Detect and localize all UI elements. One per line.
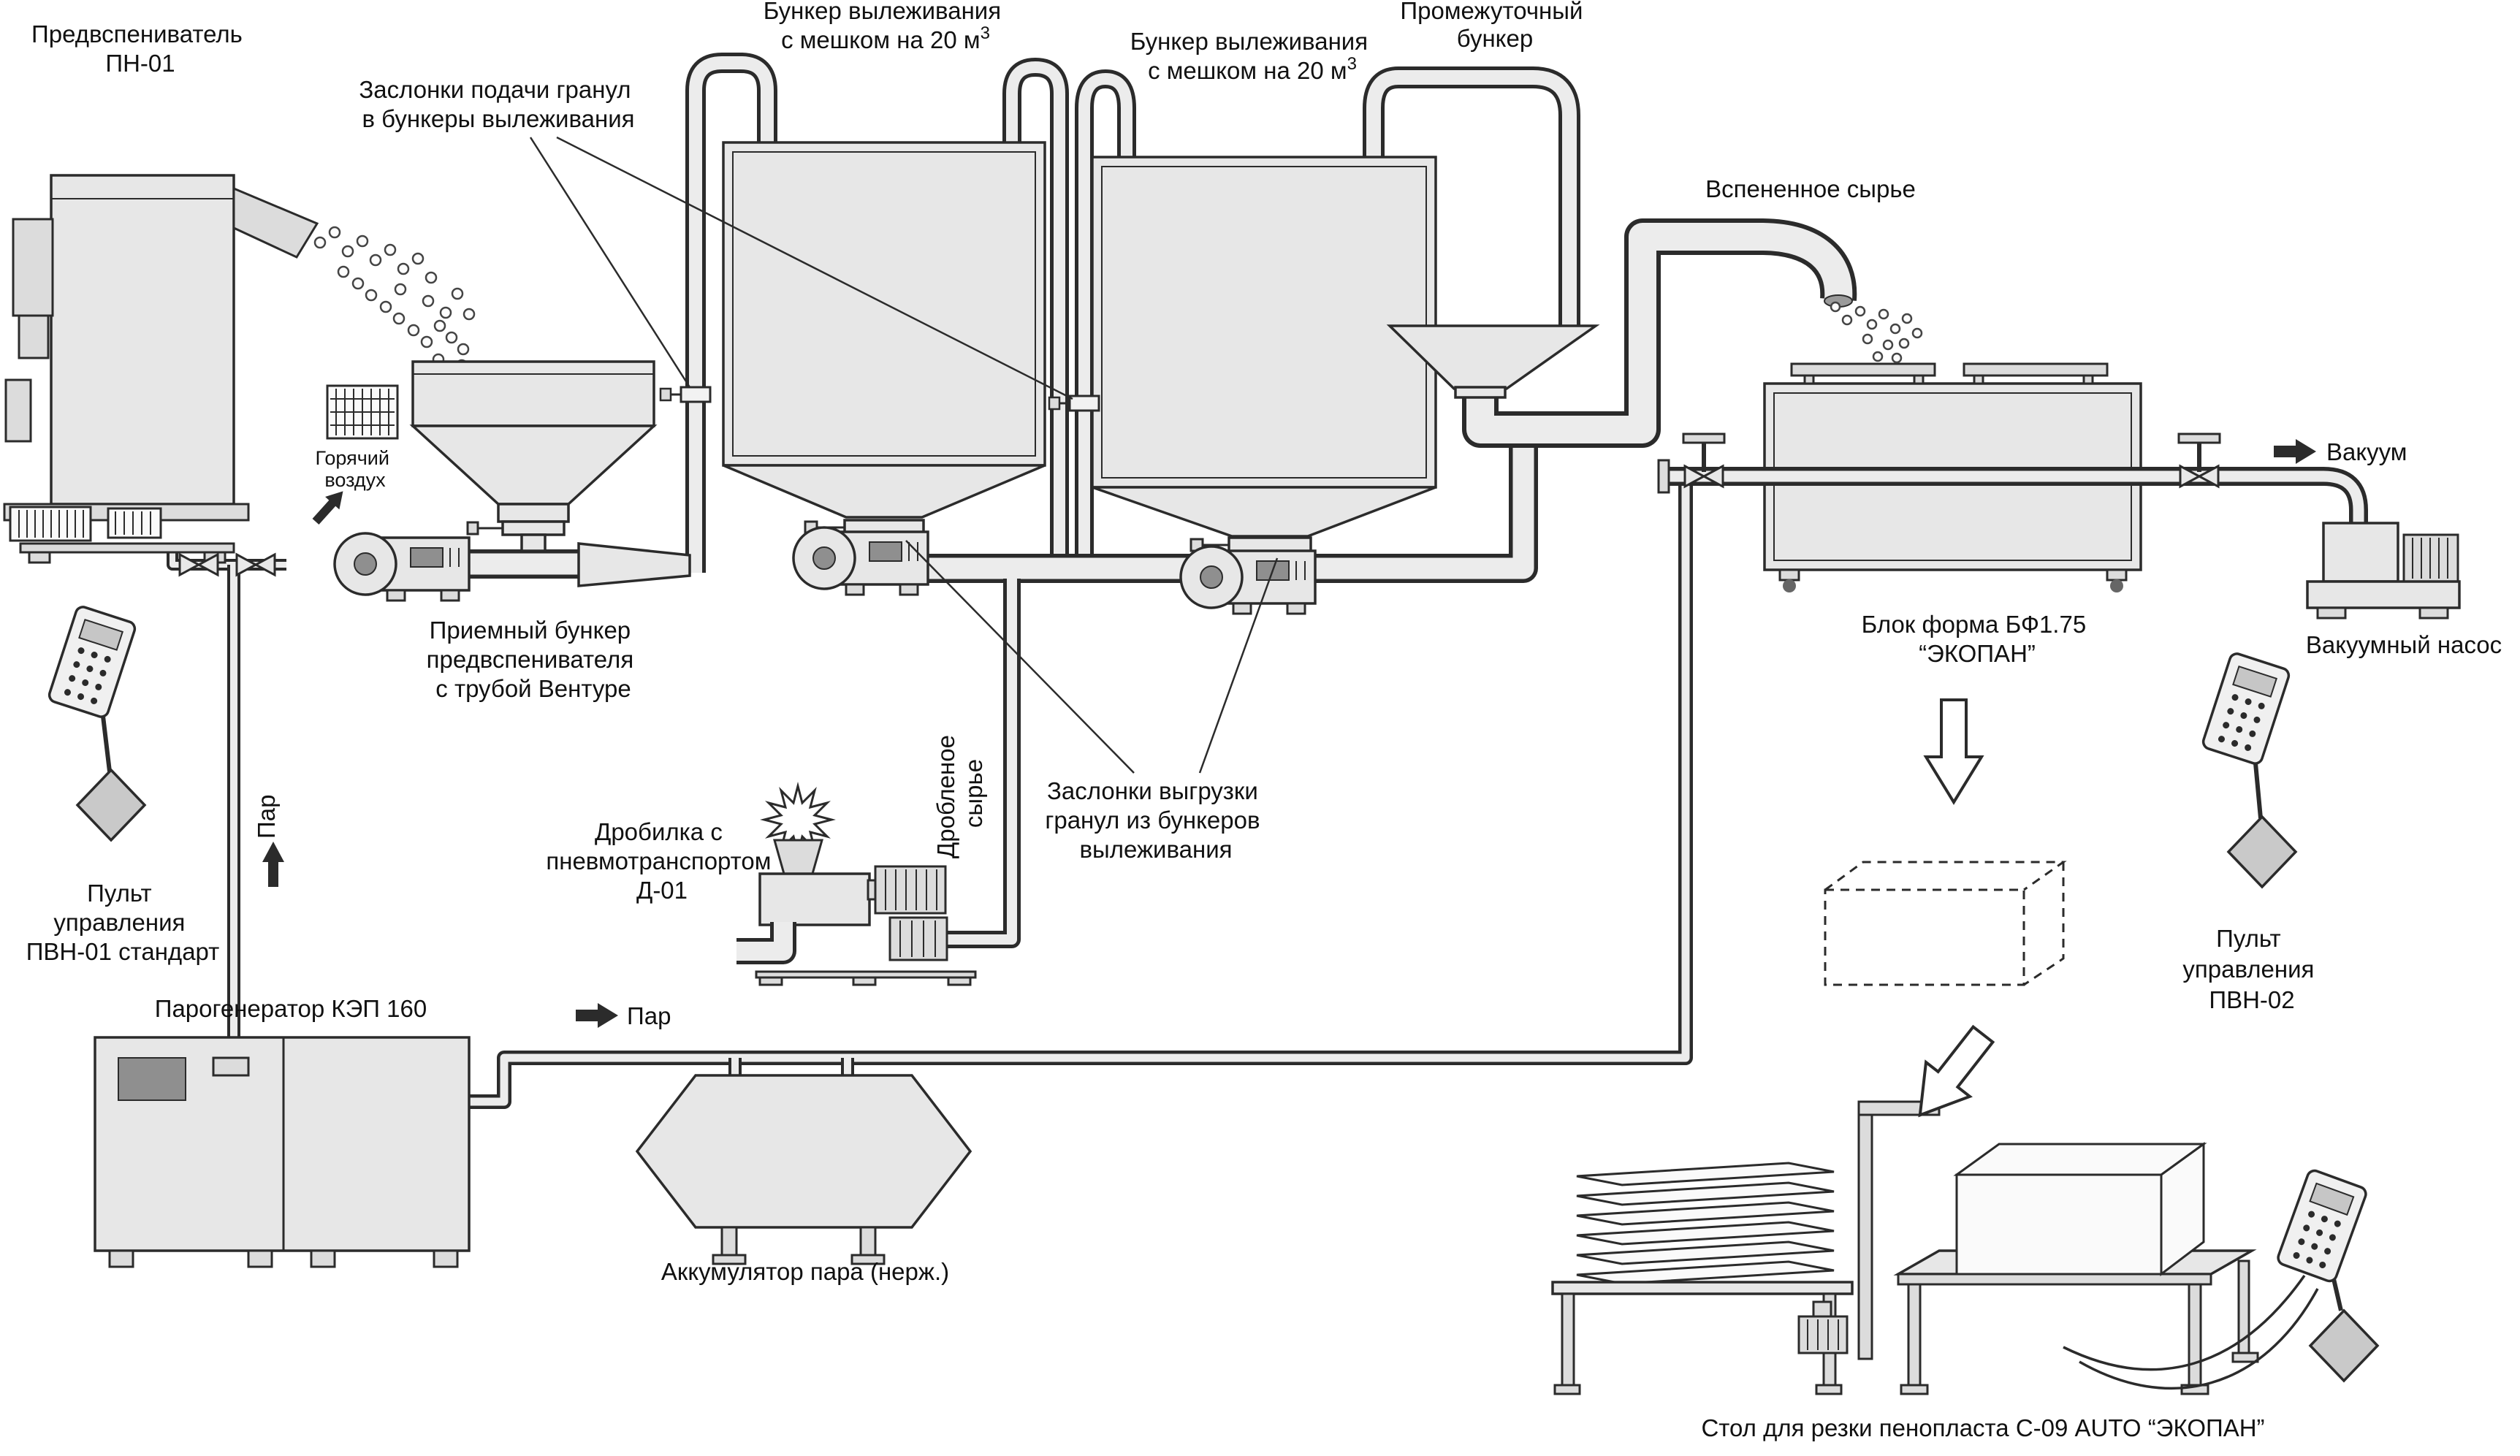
vacuum-arrow-icon bbox=[2274, 439, 2316, 464]
label-crusher: Дробилка с пневмотранспортом Д-01 bbox=[546, 818, 777, 904]
control-panel-pvn01 bbox=[46, 603, 146, 842]
steam-generator-machine bbox=[94, 1036, 471, 1268]
control-panel-pvn02 bbox=[2200, 650, 2297, 888]
granule-stream-preexpander bbox=[313, 226, 476, 372]
hot-air-arrow-icon bbox=[312, 491, 343, 525]
pendant-cable bbox=[2063, 1274, 2306, 1371]
label-discharge-gates: Заслонки выгрузки гранул из бункеров выл… bbox=[1045, 777, 1266, 863]
steam-accumulator-tank bbox=[635, 1074, 972, 1265]
flow-arrow-down-icon bbox=[1923, 698, 1984, 805]
aging-bunker-2 bbox=[1091, 156, 1437, 554]
steam-right-arrow-icon bbox=[576, 1003, 618, 1028]
blower-hot-air bbox=[333, 532, 471, 602]
steam-up-arrow-icon bbox=[262, 842, 284, 887]
label-block-mold: Блок форма БФ1.75 “ЭКОПАН” bbox=[1862, 611, 2093, 667]
cutting-portal bbox=[1857, 1100, 1873, 1360]
air-heater-grid bbox=[326, 384, 399, 440]
pointer-lines bbox=[529, 136, 1279, 774]
preexpander-machine bbox=[3, 174, 319, 564]
label-feed-gates: Заслонки подачи гранул в бункеры вылежив… bbox=[359, 76, 637, 132]
blower-bunker2 bbox=[1179, 545, 1317, 615]
label-vacuum-pump: Вакуумный насос bbox=[2306, 631, 2502, 658]
label-steam-accumulator: Аккумулятор пара (нерж.) bbox=[661, 1258, 949, 1285]
feed-gate-bunker1 bbox=[659, 386, 712, 403]
foam-sheet-stack bbox=[1576, 1162, 1835, 1285]
label-hot-air: Горячий воздух bbox=[316, 447, 395, 491]
label-preexpander: Предвспениватель ПН-01 bbox=[31, 20, 249, 77]
granule-stream-mold bbox=[1830, 301, 1923, 364]
label-aging-bunker-1: Бункер вылеживания с мешком на 20 м3 bbox=[764, 0, 1008, 53]
label-control-panel-1: Пульт управления ПВН-01 стандарт bbox=[26, 880, 220, 965]
label-aging-bunker-2: Бункер вылеживания с мешком на 20 м3 bbox=[1130, 28, 1375, 84]
label-vacuum: Вакуум bbox=[2326, 438, 2407, 465]
foam-block bbox=[1953, 1142, 2207, 1277]
dashed-foam-block bbox=[1824, 861, 2067, 986]
receiving-bunker-gate bbox=[501, 520, 566, 536]
vacuum-pump-machine bbox=[2306, 522, 2461, 620]
label-cutting-table: Стол для резки пенопласта С-09 AUTO “ЭКО… bbox=[1701, 1414, 2264, 1441]
table-motor bbox=[1797, 1315, 1849, 1354]
crusher-machine bbox=[736, 782, 977, 986]
label-steam-generator: Парогенератор КЭП 160 bbox=[155, 995, 427, 1022]
label-control-panel-2: Пульт управления ПВН-02 bbox=[2182, 925, 2321, 1013]
discharge-spout bbox=[232, 186, 319, 259]
label-intermediate-bunker: Промежуточный бункер bbox=[1400, 0, 1589, 52]
cutting-table bbox=[1551, 1100, 2319, 1395]
block-mold-machine bbox=[1657, 362, 2359, 592]
venturi-tube bbox=[577, 542, 691, 587]
aging-bunker-1 bbox=[722, 141, 1046, 536]
pendant-cable-2 bbox=[2079, 1288, 2319, 1390]
label-receiving-bunker: Приемный бункер предвспенивателя с трубо… bbox=[427, 617, 641, 702]
intermediate-bunker-funnel bbox=[1386, 324, 1600, 399]
label-steam-line: Пар bbox=[627, 1002, 671, 1029]
label-steam-riser: Пар bbox=[253, 795, 280, 839]
flow-arrow-to-table-icon bbox=[1918, 1024, 1995, 1118]
receiving-bunker bbox=[409, 360, 691, 587]
control-panel-table bbox=[2275, 1167, 2379, 1382]
labels: Предвспениватель ПН-01 Заслонки подачи г… bbox=[26, 0, 2502, 1441]
feed-gate-bunker2 bbox=[1048, 395, 1100, 412]
blower-bunker1 bbox=[792, 526, 929, 596]
label-foamed-material: Вспененное сырье bbox=[1705, 175, 1916, 202]
label-crushed-material: Дробленое сырье bbox=[932, 728, 987, 858]
